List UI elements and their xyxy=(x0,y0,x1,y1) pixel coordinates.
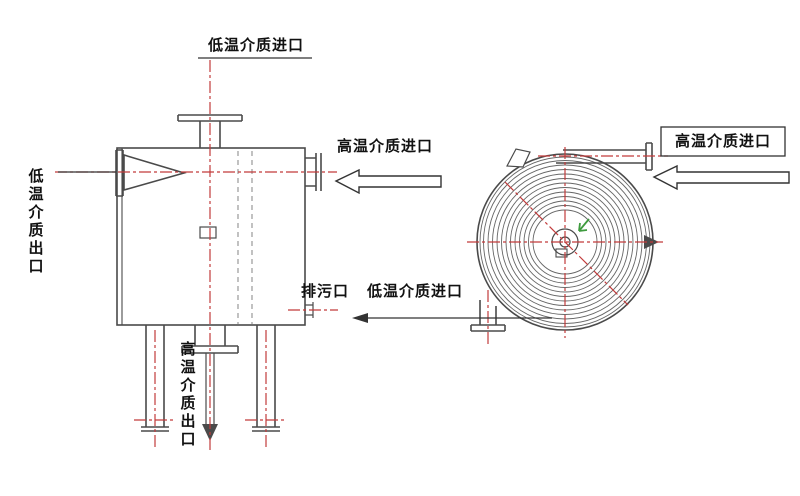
label-cold-inlet-top: 低温介质进口 xyxy=(207,36,304,54)
hub-detail-block xyxy=(555,248,568,258)
left-view-leader-lines xyxy=(58,57,312,173)
left-view-shell xyxy=(115,114,322,441)
label-hot-inlet-left-view: 高温介质进口 xyxy=(337,137,434,155)
label-hot-outlet-bottom: 高温介质出口 xyxy=(178,341,197,449)
rotation-direction-mark xyxy=(578,218,590,232)
label-cold-inlet-right-view: 低温介质进口 xyxy=(367,282,464,300)
right-side-stub-nozzle xyxy=(305,153,322,191)
label-drain-port: 排污口 xyxy=(301,282,350,300)
right-view-centerlines xyxy=(467,147,668,346)
label-cold-outlet-left: 低温介质出口 xyxy=(26,168,45,276)
bottom-left-nozzle xyxy=(470,300,506,332)
cold-inlet-arrowhead xyxy=(352,313,368,323)
top-left-lug xyxy=(506,148,531,168)
hot-inlet-flow-arrow-left-view xyxy=(334,168,442,195)
top-nozzle xyxy=(177,114,243,148)
label-hot-inlet-right-view: 高温介质进口 xyxy=(674,132,771,150)
bottom-drain-pipe xyxy=(205,353,215,424)
nameplate xyxy=(199,226,217,239)
vessel-internal-dashed-lines xyxy=(237,151,253,324)
hot-inlet-flow-arrow-right-view xyxy=(652,164,790,191)
left-nozzle-flange xyxy=(115,149,124,197)
bottom-nozzle-flange xyxy=(181,325,239,354)
left-view-centerlines xyxy=(55,60,338,452)
hot-inlet-label-box xyxy=(660,126,786,157)
